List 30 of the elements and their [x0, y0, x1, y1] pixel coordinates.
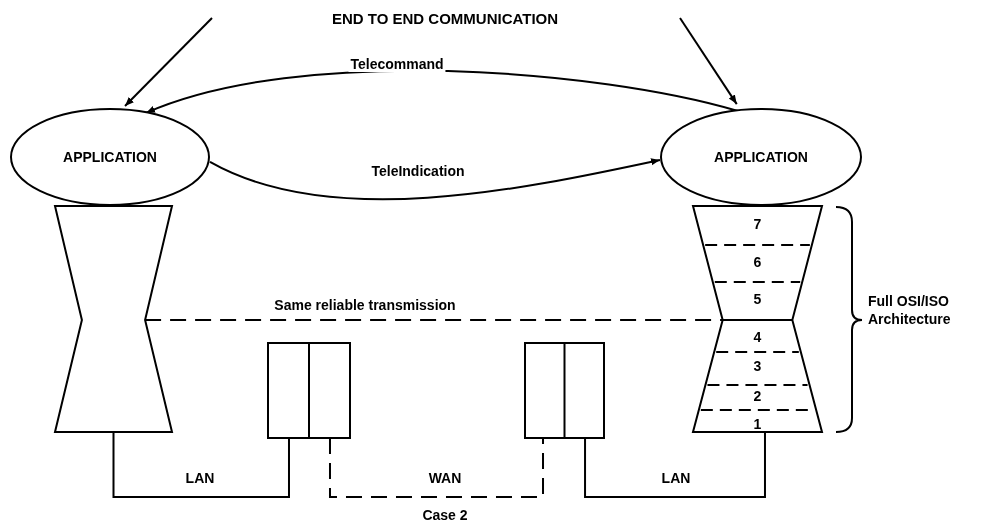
edge-label: Telecommand: [348, 56, 446, 72]
arrow: [679, 17, 738, 106]
edge-label: LAN: [659, 470, 693, 486]
layer-number: 4: [753, 329, 762, 345]
diagram-title: END TO END COMMUNICATION: [331, 9, 559, 27]
edge-label: LAN: [183, 470, 217, 486]
connector-line: [112, 431, 290, 498]
layer-number: 7: [753, 216, 762, 232]
layer-number: 3: [753, 358, 762, 374]
connector-line: [584, 431, 766, 498]
protocol-stack-hourglass: [55, 206, 172, 432]
layer-number: 6: [753, 254, 762, 270]
dashed-line: [329, 437, 544, 498]
application-ellipse: [10, 108, 210, 206]
node-label: APPLICATION: [714, 149, 808, 165]
arrow: [124, 17, 213, 108]
bracket-label: Full OSI/ISO Architecture: [868, 292, 952, 328]
layer-number: 1: [753, 416, 762, 432]
arrow: [209, 158, 661, 201]
node-label: APPLICATION: [63, 149, 157, 165]
edge-label: TeleIndication: [369, 163, 467, 179]
protocol-stack-hourglass: [693, 206, 822, 432]
edge-label: WAN: [426, 470, 464, 486]
application-ellipse: [660, 108, 862, 206]
relay-box: [268, 343, 350, 438]
layer-number: 5: [753, 291, 762, 307]
layer-number: 2: [753, 388, 762, 404]
edge-label: Same reliable transmission: [272, 297, 458, 313]
relay-box: [525, 343, 604, 438]
note-text: Case 2: [422, 507, 468, 523]
